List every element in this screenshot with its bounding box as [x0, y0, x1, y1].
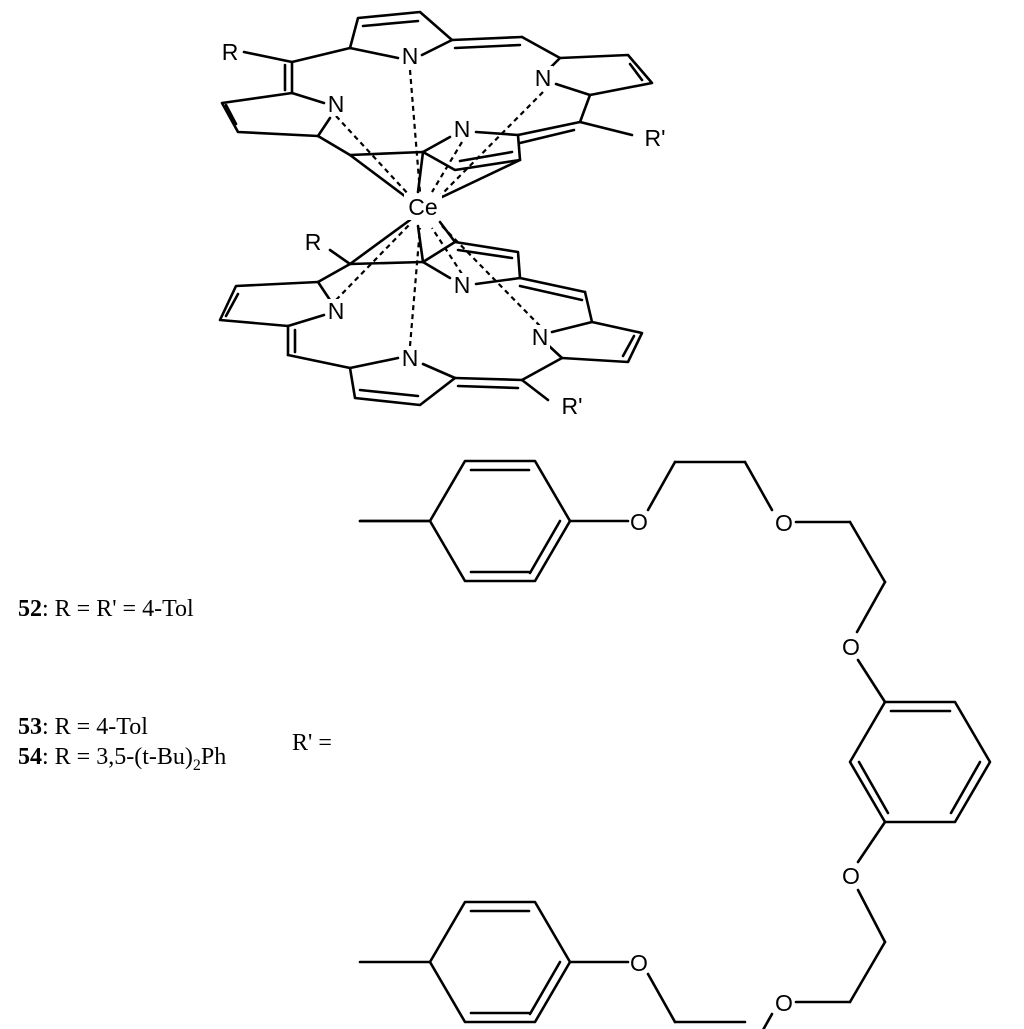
oxygen-label: O — [630, 950, 648, 976]
upper-porphyrin — [220, 10, 654, 172]
oxygen-label: O — [842, 863, 860, 889]
r-prime-fragment: O O O O O O — [358, 459, 992, 1029]
r-label: R — [222, 39, 239, 65]
oxygen-label: O — [630, 509, 648, 535]
compound-54-subscript: 2 — [193, 757, 201, 774]
nitrogen-label: N — [454, 272, 471, 298]
compound-54-line: 54: R = 3,5-(t-Bu)2Ph — [18, 744, 226, 774]
compound-legend: 52: R = R' = 4-Tol 53: R = 4-Tol 54: R =… — [18, 596, 332, 774]
nitrogen-label: N — [535, 65, 552, 91]
compound-52-line: 52: R = R' = 4-Tol — [18, 596, 194, 622]
compound-54-id: 54 — [18, 744, 42, 770]
compound-52-text: : R = R' = 4-Tol — [42, 596, 194, 622]
nitrogen-label: N — [454, 116, 471, 142]
oxygen-label: O — [842, 634, 860, 660]
r-prime-definition: R' = — [292, 730, 332, 756]
nitrogen-label: N — [402, 43, 419, 69]
r-prime-label: R' — [561, 393, 582, 419]
compound-53-text: : R = 4-Tol — [42, 714, 148, 740]
cerium-label: Ce — [408, 194, 437, 220]
nitrogen-label: N — [402, 345, 419, 371]
compound-54-suffix: Ph — [201, 744, 226, 770]
nitrogen-label: N — [532, 324, 549, 350]
compound-52-id: 52 — [18, 596, 42, 622]
r-label: R — [305, 229, 322, 255]
nitrogen-label: N — [328, 91, 345, 117]
porphyrin-atom-labels: N N N N Ce N N N N R R' R R' — [222, 39, 666, 419]
compound-53-line: 53: R = 4-Tol — [18, 714, 148, 740]
oxygen-label: O — [775, 510, 793, 536]
oxygen-label: O — [775, 990, 793, 1016]
cerium-coordination — [335, 69, 544, 347]
nitrogen-label: N — [328, 298, 345, 324]
compound-53-id: 53 — [18, 714, 42, 740]
lower-porphyrin — [218, 240, 644, 407]
compound-54-text: : R = 3,5-(t-Bu) — [42, 744, 193, 770]
r-prime-label: R' — [644, 125, 665, 151]
